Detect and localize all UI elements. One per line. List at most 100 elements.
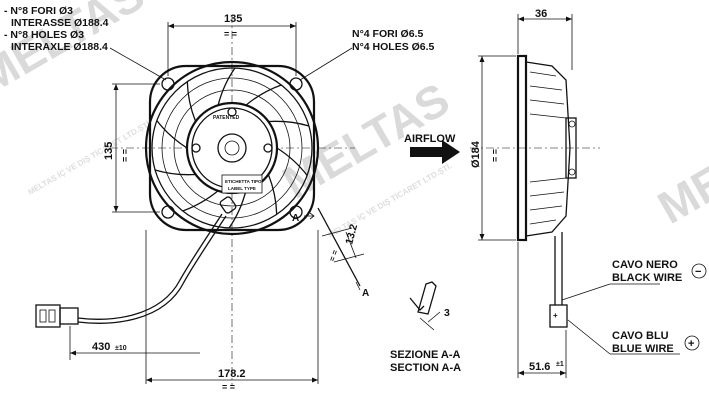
- blue-wire-leader: [567, 319, 611, 355]
- guard-spoke: [245, 84, 282, 106]
- dim-side-depth: 36: [517, 8, 573, 70]
- side-body-profile: [525, 61, 571, 237]
- dim-depth-arrows: [518, 16, 572, 22]
- guard-ring-1: [161, 77, 303, 219]
- label-type-box: [221, 174, 263, 194]
- note-right-line-1: N°4 FORI Ø6.5: [352, 28, 423, 40]
- motor-shaft: [224, 140, 240, 156]
- hole-notes-left: - N°8 FORI Ø3 INTERASSE Ø188.4 - N°8 HOL…: [4, 5, 167, 81]
- section-dim-ext: [427, 311, 441, 323]
- guard-spoke: [276, 147, 308, 176]
- hub-screw-right: [263, 143, 273, 153]
- connector-pin-1: [39, 309, 47, 323]
- airflow-indicator: AIRFLOW: [404, 133, 460, 164]
- section-a-bottom-arrow: [355, 281, 361, 291]
- plus-symbol: +: [688, 338, 694, 350]
- guard-spoke: [156, 120, 188, 149]
- section-dim-value: 3: [444, 307, 450, 319]
- side-terminal: [549, 304, 568, 328]
- watermark-sub-left: MELTAS İÇ VE DIŞ TİCARET LTD.ŞTİ.: [27, 118, 154, 196]
- label-type-en: LABEL TYPE: [228, 186, 256, 191]
- side-motor: [565, 117, 577, 179]
- guard-spoke: [267, 174, 278, 215]
- connector-pin-2: [48, 309, 56, 323]
- dim-depth-bottom: 51.6 ±1: [517, 242, 567, 378]
- fan-outer-ring: [144, 60, 320, 236]
- cable-gland: [219, 196, 237, 214]
- plus-symbol-circle: [684, 335, 700, 351]
- section-a-top: A: [292, 213, 299, 224]
- tab-dim-ext-1: [321, 227, 353, 237]
- connector-plug: [35, 304, 79, 328]
- minus-symbol: −: [695, 266, 701, 278]
- note-left-leader: [109, 47, 167, 81]
- section-profile: [417, 281, 437, 315]
- section-cut-line: [317, 207, 361, 287]
- note-left-line-1: - N°8 FORI Ø3: [4, 5, 73, 17]
- section-hook: [409, 297, 425, 311]
- fan-side-view: +: [470, 54, 600, 328]
- side-ribs: [529, 71, 567, 225]
- black-wire-leader: [561, 283, 611, 301]
- dim-bottom-eq: = =: [222, 382, 235, 392]
- hole-notes-right: N°4 FORI Ø6.5 N°4 HOLES Ø6.5: [299, 28, 435, 81]
- dim-bottom-width: 178.2 = =: [145, 230, 319, 392]
- section-dim-line: [419, 317, 435, 331]
- side-bolt-bottom: [568, 168, 576, 176]
- black-wire-en: BLACK WIRE: [612, 272, 682, 284]
- section-marker: A A 13.2 = =: [292, 207, 369, 299]
- airflow-label: AIRFLOW: [404, 133, 456, 145]
- hub-screw-left: [191, 143, 201, 153]
- dim-cable-tol: ±10: [115, 345, 127, 352]
- tab-dim-ext-2: [333, 253, 365, 263]
- connector-neck: [59, 307, 79, 325]
- dim-depth-b-value: 51.6: [529, 361, 550, 373]
- guard-spoke: [186, 81, 197, 122]
- dim-depth-b-tol: ±1: [556, 361, 564, 368]
- guard-spoke: [228, 190, 247, 229]
- note-right-leader: [299, 47, 353, 81]
- dim-bottom-value: 178.2: [218, 368, 246, 380]
- cable-wire: [77, 213, 223, 320]
- motor-shaft-cap: [217, 133, 247, 163]
- cable-wire-2: [77, 215, 227, 324]
- dim-cable-length: 430 ±10: [69, 326, 200, 360]
- label-type-it: ETICHETTA TIPO: [225, 179, 262, 184]
- mount-hole-tl: [161, 77, 175, 91]
- tab-dim-value: 13.2: [343, 223, 360, 246]
- dim-top-width: 135 = =: [167, 13, 297, 76]
- blue-wire-it: CAVO BLU: [612, 330, 669, 342]
- mount-hole-bl: [161, 205, 175, 219]
- dim-left-eq: = =: [120, 149, 130, 162]
- side-bolt-top: [568, 120, 576, 128]
- guard-spoke: [217, 67, 236, 106]
- guard-spoke: [182, 190, 219, 212]
- fan-front-view: PATENTED ETICHETTA TIPO LABEL TYPE: [35, 15, 355, 385]
- section-title-en: SECTION A-A: [390, 362, 461, 374]
- note-left-line-4: INTERAXLE Ø188.4: [11, 41, 108, 53]
- tab-dim-line: [345, 231, 357, 259]
- dim-top-eq: = =: [224, 29, 237, 39]
- side-flange: [516, 54, 528, 242]
- fan-inner-ring: [151, 67, 313, 229]
- tab-dim-eq: = =: [327, 248, 340, 262]
- guard-spokes: [154, 67, 310, 229]
- dim-dia-eq: = =: [490, 149, 500, 162]
- dim-cable-arrow: [70, 350, 76, 356]
- fan-frame: [148, 64, 316, 232]
- dim-left-height: 135 = =: [103, 83, 160, 213]
- note-left-line-3: - N°8 HOLES Ø3: [4, 29, 84, 41]
- black-wire-it: CAVO NERO: [612, 259, 678, 271]
- airflow-arrow-icon: [410, 140, 460, 164]
- dim-depth-value: 36: [535, 8, 547, 20]
- guard-spoke: [154, 169, 196, 176]
- note-left-line-2: INTERASSE Ø188.4: [11, 17, 109, 29]
- mount-hole-tr: [289, 77, 303, 91]
- watermark-brand-right: MELTAS: [649, 97, 709, 233]
- guard-spoke: [268, 120, 310, 127]
- guard-ring-2: [173, 89, 291, 207]
- section-title-it: SEZIONE A-A: [390, 349, 461, 361]
- mount-hole-br: [289, 205, 303, 219]
- section-detail: 3 SEZIONE A-A SECTION A-A: [390, 281, 461, 374]
